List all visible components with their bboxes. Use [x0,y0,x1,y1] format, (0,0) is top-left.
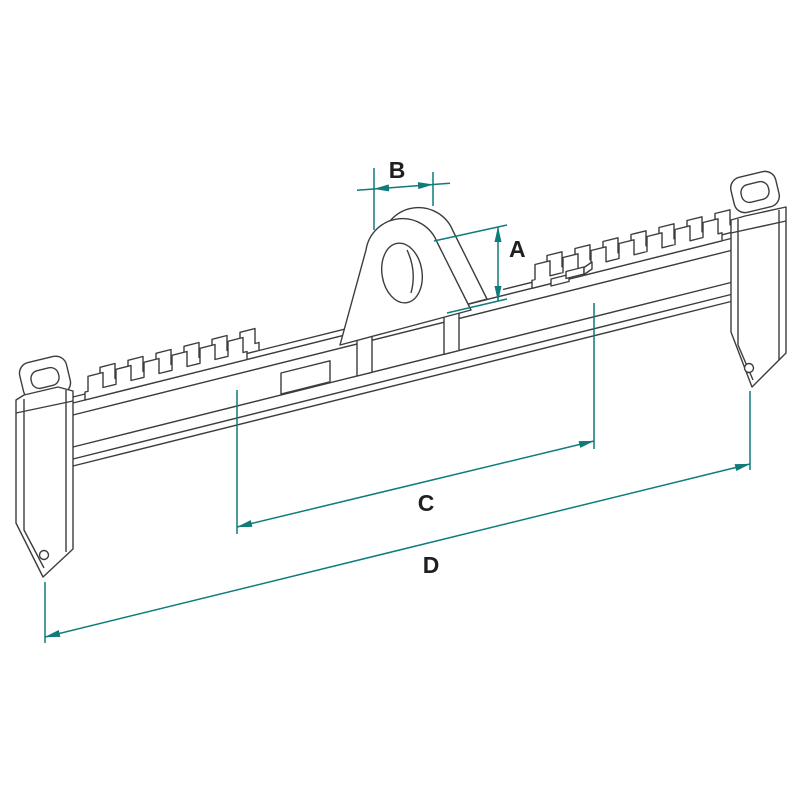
dimension-b-label: B [389,157,406,183]
detail-part-tip [583,261,593,276]
handle-right-slot [740,180,770,204]
dimension-c-label: C [418,490,435,516]
end-plate-right [729,170,787,388]
dimension-b-overshoot [356,188,375,192]
lug-legs [356,305,460,377]
end-plate-left [15,355,74,578]
beam-flange-edge [72,281,734,448]
end-plate-right-hole [743,362,755,374]
dimension-c: C [236,303,595,534]
dimension-a-label: A [509,236,526,262]
dimension-d-line [44,463,751,638]
end-plate-left-hole [38,549,50,561]
beam-bottom-outer-edge [72,300,734,467]
end-plate-right-body [730,206,787,388]
beam-name-plate [280,360,331,395]
rack-left [84,327,260,401]
dimension-b-overshoot [432,182,451,186]
lug-hole-inner-edge [406,249,414,294]
end-plate-left-inner-edge [23,399,45,569]
handle-right [729,170,781,214]
end-plate-right-thickness [730,220,787,234]
dimension-d-label: D [423,552,440,578]
lifting-lug [339,206,488,346]
beam-top-inner-edge [72,249,734,416]
handle-left-slot [30,366,60,390]
detail-part [550,261,593,287]
beam-far-edge-segment [258,325,357,352]
beam-bottom-edge [72,293,734,460]
dimension-c-line [236,440,595,528]
end-plate-left-thickness [15,400,74,414]
dimension-b: B [356,157,451,230]
dimension-d: D [44,391,751,643]
dimension-b-line [373,182,434,192]
dimension-a: A [433,224,526,314]
